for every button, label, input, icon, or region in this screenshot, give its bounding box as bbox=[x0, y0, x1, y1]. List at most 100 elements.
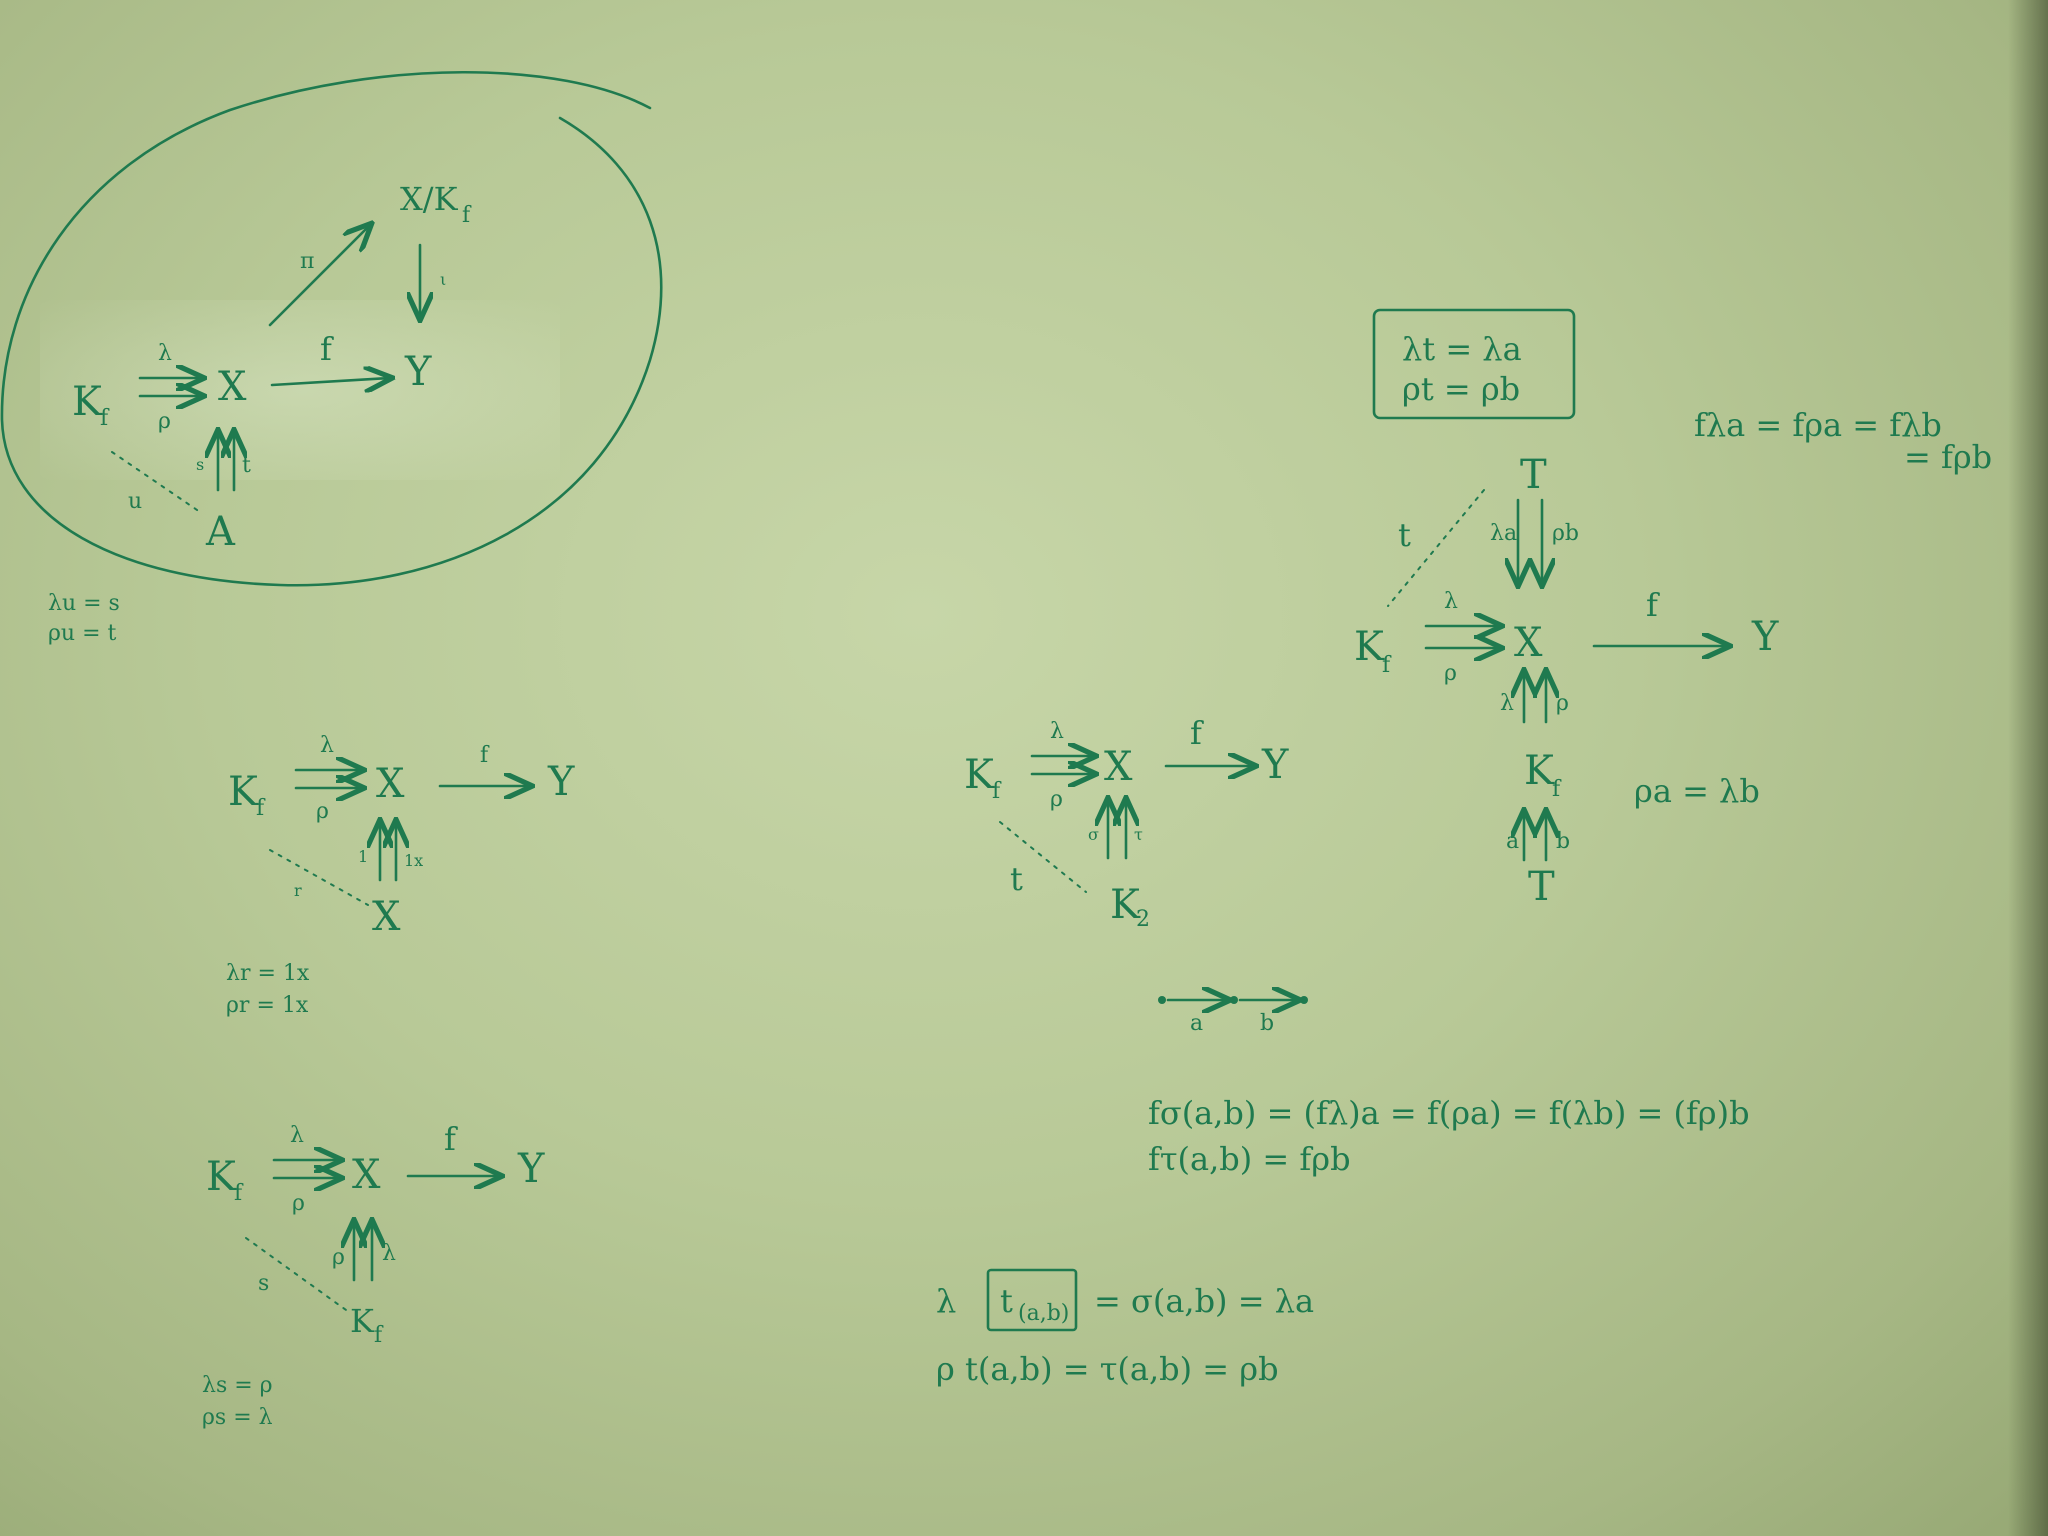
y-node: Y bbox=[404, 349, 432, 395]
equation-line-3-prefix: λ bbox=[936, 1282, 956, 1320]
k2-node: K bbox=[1110, 882, 1141, 928]
kf-subscript: f bbox=[100, 406, 110, 431]
board-edge-shadow bbox=[2008, 0, 2048, 1536]
iota-label: ι bbox=[440, 270, 446, 289]
y-node: Y bbox=[517, 1146, 545, 1192]
diagram-5: λt = λa ρt = ρb fλa = fρa = fλb = fρb T … bbox=[1354, 308, 1992, 910]
kf-bottom-node: K bbox=[350, 1302, 375, 1340]
quotient-subscript: f bbox=[462, 203, 472, 228]
path-dot-3 bbox=[1300, 996, 1308, 1004]
u-label: u bbox=[128, 489, 142, 514]
f-label: f bbox=[444, 1120, 458, 1158]
boxed-t-subscript: (a,b) bbox=[1018, 1301, 1069, 1326]
box-line-1: λt = λa bbox=[1402, 330, 1522, 368]
quotient-label: X/K bbox=[400, 180, 459, 218]
kf-node: K bbox=[72, 379, 103, 425]
t-label: t bbox=[242, 453, 251, 478]
diagram-2: K f λ ρ X f Y 1 1x r X λr = 1x ρr = 1x bbox=[226, 733, 575, 1018]
rho-b-label: ρb bbox=[1552, 521, 1579, 546]
kf-node: K bbox=[964, 752, 995, 798]
kf-subscript: f bbox=[256, 796, 266, 821]
lambda-up-label: λ bbox=[382, 1241, 396, 1266]
kf-bottom-subscript: f bbox=[374, 1323, 384, 1348]
x-node: X bbox=[376, 761, 405, 807]
x-bottom-node: X bbox=[372, 894, 401, 940]
f-label: f bbox=[480, 743, 490, 768]
lambda-a-label: λa bbox=[1490, 521, 1517, 546]
x-node: X bbox=[1104, 744, 1133, 790]
b-label: b bbox=[1556, 829, 1570, 854]
equation-line-2: fτ(a,b) = fρb bbox=[1148, 1140, 1351, 1178]
rho-label: ρ bbox=[158, 409, 171, 434]
equation-line-4: ρ t(a,b) = τ(a,b) = ρb bbox=[936, 1350, 1279, 1388]
path-dot-1 bbox=[1158, 996, 1166, 1004]
eq-lambda-r: λr = 1x bbox=[226, 961, 310, 986]
sigma-label: σ bbox=[1088, 825, 1099, 844]
boxed-t: t bbox=[1000, 1282, 1013, 1320]
eq-rho-u: ρu = t bbox=[48, 621, 117, 646]
t-top-node: T bbox=[1520, 452, 1547, 498]
rho-label: ρ bbox=[1050, 787, 1063, 812]
lambda-label: λ bbox=[1050, 719, 1064, 744]
kf-node: K bbox=[1354, 624, 1385, 670]
kf-subscript: f bbox=[1382, 653, 1392, 678]
a-node: A bbox=[205, 509, 236, 555]
f-arrow bbox=[270, 378, 390, 385]
y-node: Y bbox=[547, 759, 575, 805]
kf-middle-node: K bbox=[1524, 748, 1555, 794]
kf-subscript: f bbox=[234, 1181, 244, 1206]
left-label: 1 bbox=[358, 847, 368, 866]
eq-rho-r: ρr = 1x bbox=[226, 993, 309, 1018]
equation-f-lambda-a: fλa = fρa = fλb bbox=[1694, 406, 1942, 444]
box-line-2: ρt = ρb bbox=[1402, 370, 1520, 408]
eq-lambda-u: λu = s bbox=[48, 591, 120, 616]
x-node: X bbox=[1514, 620, 1543, 666]
x-node: X bbox=[352, 1152, 381, 1198]
rho-up-label: ρ bbox=[1556, 691, 1569, 716]
s-dashed-arrow bbox=[245, 1237, 347, 1311]
r-dashed-arrow bbox=[269, 849, 369, 906]
boxed-t-ab bbox=[986, 1268, 1078, 1332]
equations-block: fσ(a,b) = (fλ)a = f(ρa) = f(λb) = (fρ)b … bbox=[936, 1094, 1750, 1388]
rho-up-label: ρ bbox=[332, 1245, 345, 1270]
rho-label: ρ bbox=[1444, 661, 1457, 686]
path-b-label: b bbox=[1260, 1011, 1274, 1036]
f-label: f bbox=[1646, 586, 1660, 624]
t-label: t bbox=[1010, 860, 1023, 898]
kf-subscript: f bbox=[992, 779, 1002, 804]
kf-node: K bbox=[206, 1154, 237, 1200]
a-label: a bbox=[1506, 829, 1519, 854]
pi-arrow bbox=[268, 225, 370, 327]
equation-line-3-rest: = σ(a,b) = λa bbox=[1094, 1282, 1314, 1320]
kf-node: K bbox=[228, 769, 259, 815]
equation-rho-a: ρa = λb bbox=[1634, 772, 1760, 810]
lambda-label: λ bbox=[320, 733, 334, 758]
diagram-3: K f λ ρ X f Y ρ λ s K f λs = ρ ρs = λ bbox=[202, 1120, 545, 1430]
right-label: 1x bbox=[404, 851, 423, 870]
path-dot-2 bbox=[1230, 996, 1238, 1004]
condition-box bbox=[1372, 308, 1576, 420]
f-label: f bbox=[1190, 714, 1204, 752]
lambda-label: λ bbox=[1444, 589, 1458, 614]
y-node: Y bbox=[1751, 614, 1779, 660]
diagram-1-circled: X/K f π ι K f λ ρ X f Y s t u A λu = s ρ… bbox=[0, 70, 663, 646]
y-node: Y bbox=[1261, 742, 1289, 788]
diagram-4: K f λ ρ X f Y σ τ t K 2 bbox=[964, 714, 1289, 932]
tau-label: τ bbox=[1134, 825, 1143, 844]
equation-line-1: fσ(a,b) = (fλ)a = f(ρa) = f(λb) = (fρ)b bbox=[1148, 1094, 1750, 1132]
t-bottom-node: T bbox=[1528, 864, 1555, 910]
eq-rho-s: ρs = λ bbox=[202, 1405, 273, 1430]
pi-label: π bbox=[300, 249, 314, 274]
path-a-label: a bbox=[1190, 1011, 1203, 1036]
s-label: s bbox=[258, 1271, 269, 1296]
lambda-label: λ bbox=[290, 1123, 304, 1148]
kf-middle-subscript: f bbox=[1552, 777, 1562, 802]
enclosing-oval bbox=[0, 70, 663, 587]
x-node: X bbox=[218, 364, 247, 410]
t-label: t bbox=[1398, 516, 1411, 554]
k2-subscript: 2 bbox=[1136, 907, 1150, 932]
rho-label: ρ bbox=[316, 799, 329, 824]
light-glare bbox=[40, 300, 560, 480]
